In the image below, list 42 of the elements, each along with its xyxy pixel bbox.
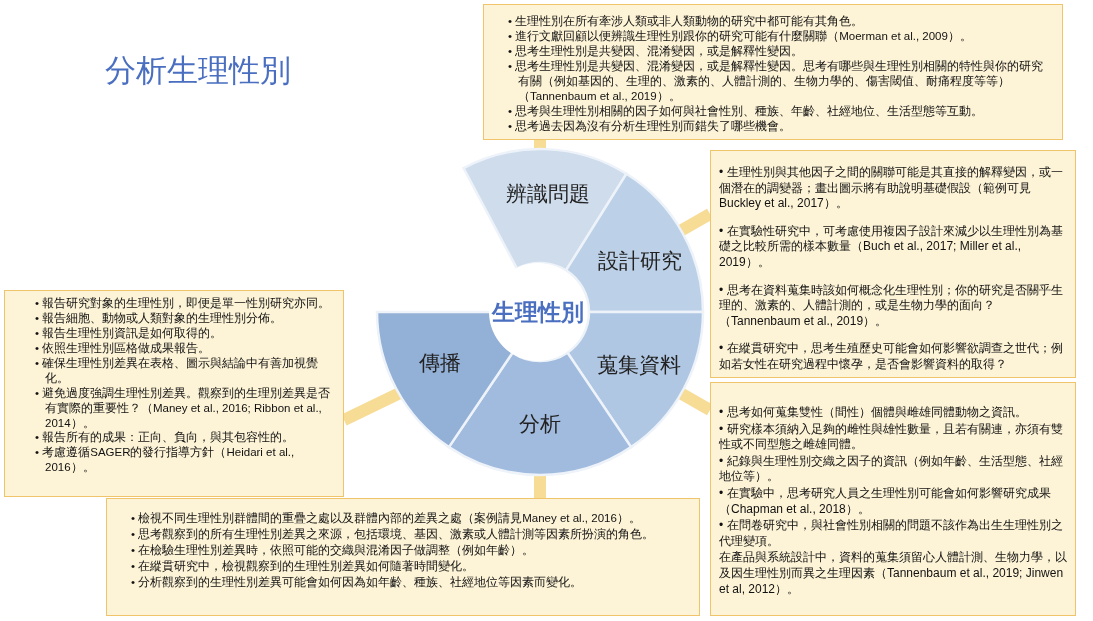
list-item: • 思考生理性別是共變因、混淆變因，或是解釋性變因。思考有哪些與生理性別相關的特性與你的研究有關（例如基因的、生理的、激素的、人體計測的、生物力學的、傷害閾值、耐痛程度等等）（Tannenbaum et al., 2019）。 (508, 58, 1045, 104)
list-item: • 報告所有的成果：正向、負向，與其包容性的。 (35, 430, 296, 446)
list-item: • 生理性別在所有牽涉人類或非人類動物的研究中都可能有其角色。 (508, 14, 865, 29)
list-item: • 紀錄與生理性別交織之因子的資訊（例如年齡、生活型態、社經地位等）。 (719, 453, 1064, 485)
segment-label: 蒐集資料 (596, 351, 681, 378)
list-item: • 在實驗性研究中，可考慮使用複因子設計來減少以生理性別為基礎之比較所需的樣本數量（Buch et al., 2017; Miller et al., 2019）。 (719, 223, 1064, 271)
list-item: • 在縱貫研究中，思考生殖歷史可能會如何影響欲調查之世代；例如若女性在研究過程中懷孕，是否會影響資料的取得？ (719, 341, 1064, 373)
list-item: • 檢視不同生理性別群體間的重疊之處以及群體內部的差異之處（案例請見Maney et al., 2016）。 (131, 511, 642, 526)
text-box (106, 498, 700, 616)
list-item: • 思考在資料蒐集時該如何概念化生理性別；你的研究是否關乎生理的、激素的、人體計測的，或是生物力學的面向？（Tannenbaum et al., 2019）。 (719, 282, 1064, 330)
list-item: • 思考過去因為沒有分析生理性別而錯失了哪些機會。 (508, 118, 793, 134)
list-item: • 進行文獻回顧以便辨識生理性別跟你的研究可能有什麼關聯（Moerman et al., 2009）。 (508, 28, 973, 44)
list-item: • 報告生理性別資訊是如何取得的。 (35, 325, 224, 341)
list-item: • 在檢驗生理性別差異時，依照可能的交織與混淆因子做調整（例如年齡）。 (131, 542, 536, 558)
list-item: • 分析觀察到的生理性別差異可能會如何因為如年齡、種族、社經地位等因素而變化。 (131, 574, 584, 590)
segment-label: 設計研究 (597, 248, 682, 275)
list-item: • 在實驗中，思考研究人員之生理性別可能會如何影響研究成果（Chapman et al., 2018）。 (719, 485, 1052, 518)
segment-label: 傳播 (419, 349, 462, 376)
list-item: • 思考與生理性別相關的因子如何與社會性別、種族、年齡、社經地位、生活型態等互動。 (508, 103, 985, 119)
text-box (710, 382, 1076, 616)
list-item: • 報告研究對象的生理性別，即便是單一性別研究亦同。 (35, 296, 332, 311)
hub-label: 生理性別 (492, 297, 584, 327)
list-item: • 研究樣本須納入足夠的雌性與雄性數量，且若有關連，亦須有雙性或不同型態之雌雄同體。 (719, 421, 1064, 453)
list-item: • 思考觀察到的所有生理性別差異之來源，包括環境、基因、激素或人體計測等因素所扮演的角色。 (131, 526, 656, 542)
connector-band (534, 475, 546, 498)
list-item: • 在縱貫研究中，檢視觀察到的生理性別差異如何隨著時間變化。 (131, 558, 476, 574)
text-box (483, 4, 1063, 140)
segment-label: 辨識問題 (506, 181, 591, 208)
list-item: • 避免過度強調生理性別差異。觀察到的生理別差異是否有實際的重要性？（Maney et al., 2016; Ribbon et al., 2014）。 (35, 385, 332, 431)
list-item: • 依照生理性別區格做成果報告。 (35, 340, 212, 356)
list-item: • 生理性別與其他因子之間的關聯可能是其直接的解釋變因，或一個潛在的調變器；畫出圖示將有助說明基礎假設（範例可見Buckley et al., 2017）。 (719, 165, 1064, 212)
list-item: • 確保生理性別差異在表格、圖示與結論中有善加視覺化。 (35, 355, 320, 386)
list-item: • 思考生理性別是共變因、混淆變因，或是解釋性變因。 (508, 43, 805, 59)
list-item: • 報告細胞、動物或人類對象的生理性別分佈。 (35, 310, 284, 326)
text-box (4, 290, 344, 497)
list-item: • 在問卷研究中，與社會性別相關的問題不該作為出生生理性別之代理變項。 (719, 518, 1064, 550)
list-item: • 考慮遵循SAGER的發行指導方針（Heidari et al., 2016）。 (35, 445, 296, 476)
segment-label: 分析 (519, 411, 561, 437)
title: 分析生理性別 (105, 52, 291, 90)
list-item: • 思考如何蒐集雙性（間性）個體與雌雄同體動物之資訊。 (719, 405, 1028, 421)
text-box (710, 150, 1076, 378)
list-item: 在產品與系統設計中，資料的蒐集須留心人體計測、生物力學，以及因生理性別而異之生理因素（Tannenbaum et al., 2019; Jinwen et al, 2012）。 (719, 550, 1067, 598)
